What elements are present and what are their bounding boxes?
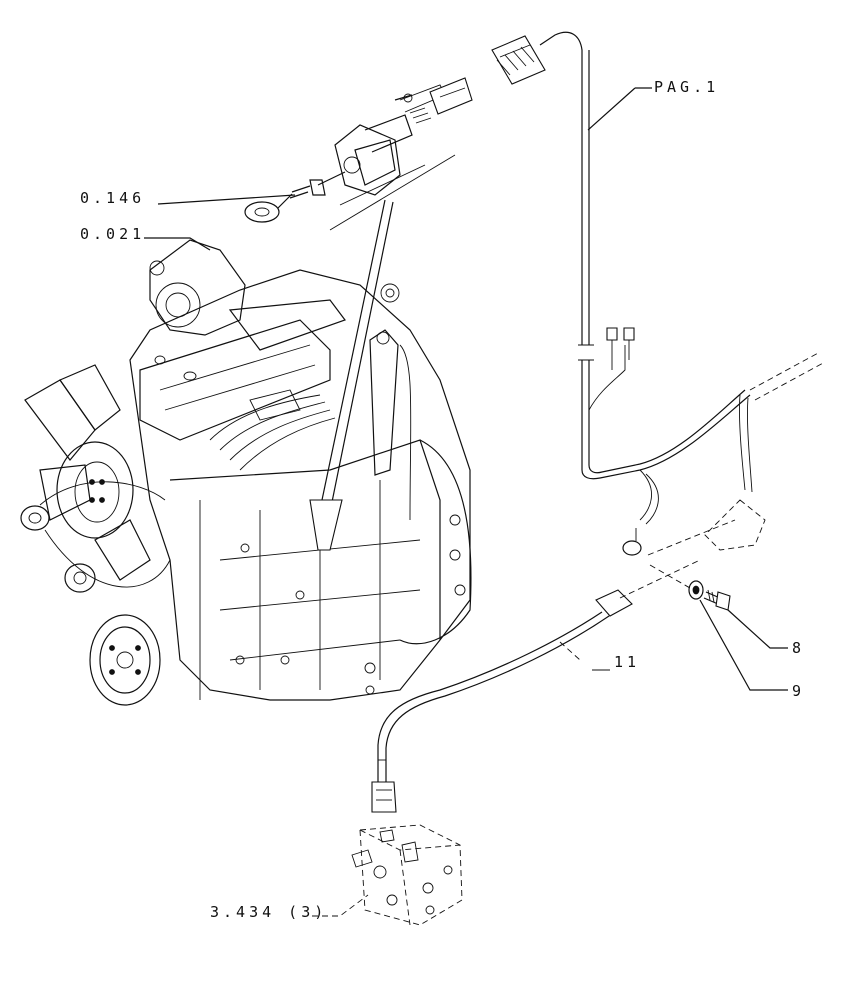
- wiring-harness: [491, 31, 826, 556]
- label-11-text: 11: [614, 653, 640, 671]
- label-9-text: 9: [792, 682, 805, 700]
- label-0021-text: 0.021: [80, 225, 145, 243]
- guide-line: [339, 164, 426, 206]
- engine-assembly: [20, 199, 472, 706]
- stop-solenoid: [244, 77, 473, 223]
- guide-line: [329, 154, 456, 231]
- label-pag1: PAG.1: [587, 78, 719, 131]
- label-pag1-text: PAG.1: [654, 78, 719, 96]
- bolt-and-washer: [649, 564, 731, 611]
- label-0146-text: 0.146: [80, 189, 145, 207]
- label-11: 11: [559, 641, 640, 671]
- label-0146: 0.146: [80, 189, 296, 207]
- label-9: 9: [699, 599, 805, 700]
- label-8-text: 8: [792, 639, 805, 657]
- label-0021: 0.021: [80, 225, 211, 251]
- label-3434-text: 3.434 (3): [210, 903, 327, 921]
- valve-block: [351, 824, 463, 926]
- label-8: 8: [727, 609, 805, 657]
- label-3434: 3.434 (3): [210, 894, 369, 921]
- sensor-cable: [371, 559, 701, 813]
